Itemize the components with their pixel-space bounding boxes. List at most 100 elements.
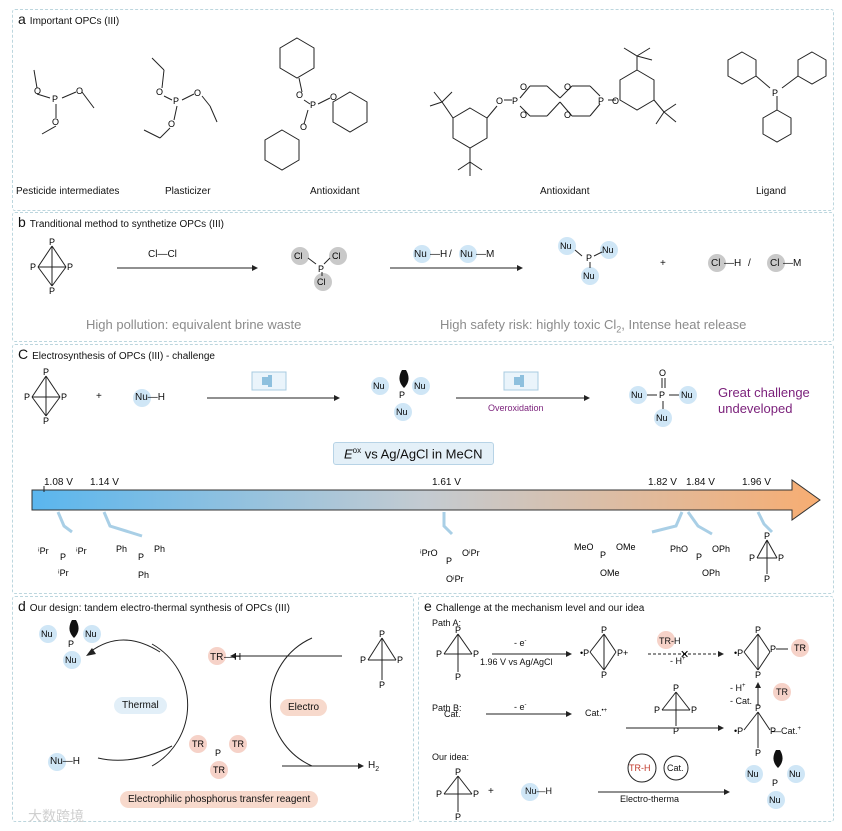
panel-e — [418, 596, 834, 822]
svg-text:Nu: Nu — [414, 381, 426, 391]
svg-text:O: O — [52, 117, 59, 127]
svg-text:P: P — [399, 390, 405, 400]
svg-text:P: P — [601, 625, 607, 635]
svg-text:Nu: Nu — [65, 655, 77, 665]
svg-text:P: P — [24, 392, 30, 402]
svg-text:P: P — [397, 655, 403, 665]
svg-text:Cl: Cl — [332, 251, 341, 261]
svg-text:TR: TR — [192, 739, 204, 749]
svg-text:Nu: Nu — [769, 795, 781, 805]
c-overoxidation: Overoxidation — [488, 403, 544, 413]
d-reagent-label: Electrophilic phosphorus transfer reagen… — [120, 791, 319, 808]
svg-text:P: P — [49, 237, 55, 247]
svg-text:ⁱPr: ⁱPr — [58, 568, 69, 578]
svg-text:Nu: Nu — [41, 629, 53, 639]
svg-text:P: P — [755, 625, 761, 635]
svg-text:P: P — [473, 789, 479, 799]
b-byproduct-slash: / — [748, 258, 751, 269]
svg-text:Nu: Nu — [602, 245, 614, 255]
b-byproduct-h: —H — [724, 258, 742, 269]
svg-text:✕: ✕ — [680, 649, 689, 661]
svg-text:P: P — [67, 262, 73, 272]
svg-text:P: P — [360, 655, 366, 665]
svg-text:P: P — [673, 683, 679, 693]
d-nuh: Nu—H — [50, 756, 81, 767]
svg-text:OMe: OMe — [600, 568, 620, 578]
label-antioxidant-1: Antioxidant — [310, 186, 360, 197]
e-cat-idea: Cat. — [667, 763, 684, 773]
svg-text:P: P — [749, 553, 755, 563]
tick-1-61: 1.61 V — [432, 477, 461, 488]
svg-text:P: P — [455, 767, 461, 777]
e-cat-radical: Cat.•+ — [585, 708, 608, 718]
svg-text:Cl: Cl — [317, 277, 326, 287]
d-electro-label: Electro — [280, 699, 328, 716]
svg-text:P: P — [755, 703, 761, 713]
svg-text:P: P — [60, 552, 66, 562]
c-plus: + — [96, 391, 102, 402]
svg-text:P+: P+ — [617, 648, 628, 658]
svg-text:O: O — [564, 110, 571, 120]
svg-text:P: P — [586, 253, 592, 263]
b-reagent-h: —H — [430, 249, 448, 260]
d-h2: H2 — [368, 760, 380, 773]
svg-text:O: O — [564, 82, 571, 92]
e-minus-e-b: - e- — [514, 702, 527, 712]
svg-text:P: P — [600, 550, 606, 560]
svg-text:TR: TR — [232, 739, 244, 749]
svg-text:Nu: Nu — [85, 629, 97, 639]
label-ligand: Ligand — [756, 186, 787, 197]
b-reagent-m: —M — [476, 249, 495, 260]
c-challenge-line2: undeveloped — [718, 401, 793, 416]
e-tr-up: TR — [776, 687, 788, 697]
svg-text:Nu: Nu — [373, 381, 385, 391]
svg-text:P: P — [691, 705, 697, 715]
svg-text:Ph: Ph — [116, 544, 127, 554]
svg-text:O: O — [194, 88, 201, 98]
svg-text:P: P — [755, 748, 761, 758]
svg-text:•P: •P — [734, 726, 743, 736]
svg-text:P: P — [318, 264, 324, 274]
c-challenge-line1: Great challenge — [718, 385, 810, 400]
svg-text:•P: •P — [734, 648, 743, 658]
svg-text:Nu: Nu — [789, 769, 801, 779]
svg-text:P: P — [778, 553, 784, 563]
e-plus: + — [488, 786, 494, 797]
label-antioxidant-2: Antioxidant — [540, 186, 590, 197]
c-eox-label: Eox vs Ag/AgCl in MeCN — [333, 442, 494, 466]
svg-text:P: P — [764, 574, 770, 584]
tick-1-82: 1.82 V — [648, 477, 677, 488]
svg-text:P: P — [455, 812, 461, 820]
svg-text:O: O — [34, 86, 41, 96]
e-path-a: Path A: — [432, 618, 462, 628]
d-trh: —H — [224, 652, 242, 663]
c-nuh: Nu—H — [135, 392, 166, 403]
label-plasticizer: Plasticizer — [165, 186, 211, 197]
svg-text:Nu: Nu — [396, 407, 408, 417]
svg-text:P: P — [770, 644, 776, 654]
e-cat: Cat. — [444, 709, 461, 719]
svg-text:O: O — [659, 368, 666, 378]
panel-b — [12, 212, 834, 342]
svg-text:P: P — [61, 392, 67, 402]
svg-text:P: P — [772, 88, 778, 98]
e-potential: 1.96 V vs Ag/AgCl — [480, 657, 553, 667]
svg-text:P: P — [49, 286, 55, 296]
svg-text:•P: •P — [580, 648, 589, 658]
svg-text:O: O — [76, 86, 83, 96]
svg-text:TR: TR — [213, 765, 225, 775]
svg-text:P: P — [455, 672, 461, 682]
b-reagent-nu2: Nu — [460, 249, 473, 260]
svg-text:P: P — [379, 680, 385, 690]
svg-text:P: P — [173, 96, 179, 106]
svg-text:P: P — [772, 778, 778, 788]
panel-a — [12, 9, 834, 211]
svg-text:OPh: OPh — [702, 568, 720, 578]
svg-text:P: P — [215, 748, 221, 758]
